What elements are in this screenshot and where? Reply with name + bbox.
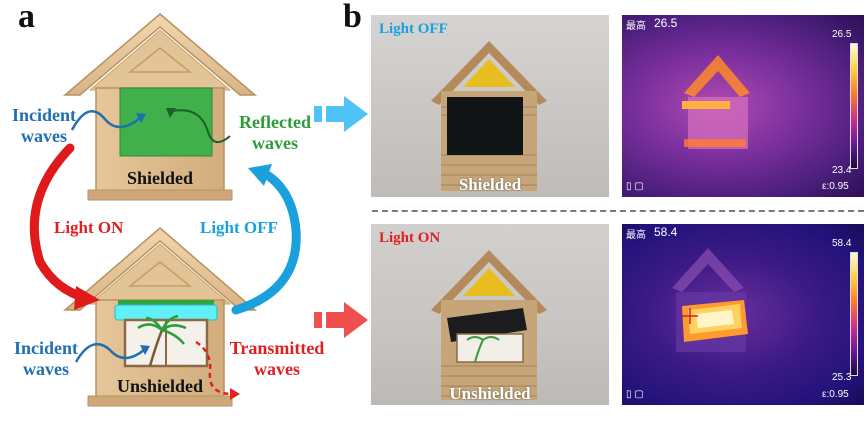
top-incident-label: Incident waves (4, 105, 84, 147)
bottom-thermal-colorbar (850, 252, 858, 376)
panel-a-label: a (18, 0, 35, 35)
bottom-incident-line2: waves (23, 359, 69, 379)
transmitted-line1: Transmitted (229, 338, 325, 358)
panel-a-illustration (29, 13, 301, 407)
top-thermal-header-label: 最高 (626, 21, 646, 32)
crosshair-icon (682, 308, 698, 324)
bottom-thermal-image: 最高 58.4 58.4 25.3 ▯ ▢ ε:0.95 (622, 224, 864, 405)
top-thermal-max-readout: 26.5 (654, 16, 678, 30)
bottom-thermal-scale-max: 58.4 (832, 238, 852, 249)
bottom-incident-label: Incident waves (6, 338, 86, 380)
bottom-photo-light-label: Light ON (379, 230, 441, 246)
top-thermal-emissivity: ε:0.95 (822, 181, 849, 192)
top-thermal-house (682, 55, 750, 149)
reflected-line1: Reflected (239, 112, 311, 132)
bottom-thermal-battery-icon: ▯ ▢ (626, 389, 644, 400)
bottom-thermal-header-label: 最高 (626, 230, 646, 241)
bottom-thermal-max-readout: 58.4 (654, 225, 678, 239)
light-off-curve-arrow (231, 167, 301, 315)
transmitted-label: Transmitted waves (222, 338, 332, 380)
bottom-photo-caption: Unshielded (449, 384, 531, 403)
bottom-photo: Light ON Unshielded (371, 224, 609, 405)
bottom-arrow (314, 302, 368, 338)
transmitted-line2: waves (254, 359, 300, 379)
light-on-label: Light ON (54, 218, 124, 237)
incident-wave-arrow-top (70, 110, 141, 131)
transmitted-wave-arrow (195, 340, 233, 396)
bottom-incident-line1: Incident (13, 338, 78, 358)
reflected-label: Reflected waves (230, 112, 320, 154)
bottom-state-label: Unshielded (116, 376, 204, 396)
panel-b-label: b (343, 0, 362, 35)
top-state-label: Shielded (126, 168, 194, 188)
incident-wave-arrow-bottom (74, 342, 145, 363)
top-photo-light-label: Light OFF (379, 21, 448, 37)
light-off-label: Light OFF (200, 218, 278, 237)
reflected-line2: waves (252, 133, 298, 153)
top-thermal-image: 最高 26.5 26.5 23.4 ▯ ▢ ε:0.95 (622, 15, 864, 197)
top-thermal-scale-max: 26.5 (832, 29, 852, 40)
top-arrow (314, 96, 368, 132)
bottom-thermal-house (672, 248, 748, 352)
bottom-thermal-emissivity: ε:0.95 (822, 389, 849, 400)
light-on-curve-arrow (29, 143, 91, 303)
top-thermal-colorbar (850, 43, 858, 169)
top-house-photo-graphic (431, 41, 547, 191)
top-incident-line1: Incident (11, 105, 76, 125)
bottom-thermal-scale-min: 25.3 (832, 372, 852, 383)
top-incident-line2: waves (21, 126, 67, 146)
bottom-house (62, 227, 258, 407)
top-thermal-battery-icon: ▯ ▢ (626, 181, 644, 192)
bottom-house-photo-graphic (431, 250, 547, 400)
dashed-separator (372, 210, 864, 212)
top-thermal-scale-min: 23.4 (832, 165, 852, 176)
reflected-wave-arrow (167, 109, 231, 143)
top-photo-caption: Shielded (458, 175, 522, 194)
top-photo: Light OFF Shielded (371, 15, 609, 197)
